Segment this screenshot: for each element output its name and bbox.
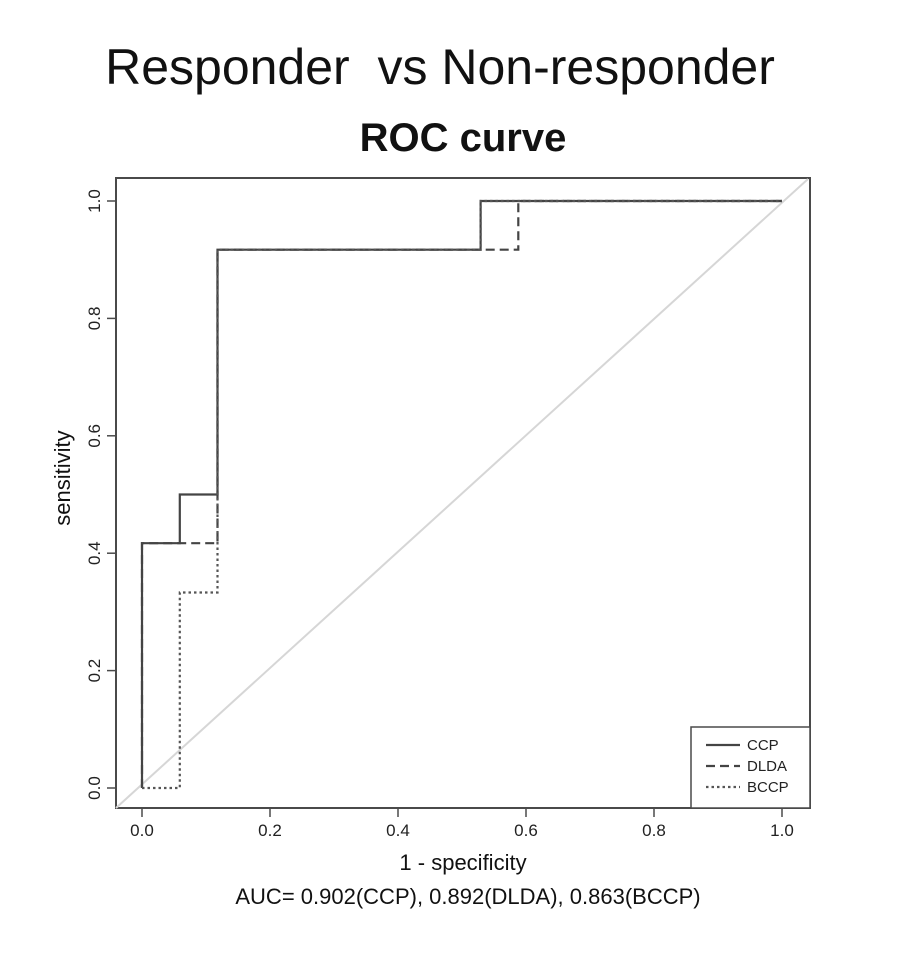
auc-summary: AUC= 0.902(CCP), 0.892(DLDA), 0.863(BCCP… — [235, 884, 701, 909]
y-tick-label: 1.0 — [85, 189, 104, 213]
chart-title: ROC curve — [359, 116, 567, 160]
y-tick-label: 0.8 — [85, 307, 104, 331]
x-tick-label: 0.2 — [258, 821, 282, 840]
reference-diagonal — [115, 178, 809, 809]
x-tick-label: 0.0 — [130, 821, 154, 840]
x-tick-label: 0.4 — [386, 821, 410, 840]
figure-title: Responder vs Non-responder — [105, 39, 775, 95]
legend-label-bccp: BCCP — [747, 779, 789, 796]
reference-layer — [115, 178, 809, 809]
x-tick-label: 0.8 — [642, 821, 666, 840]
x-axis: 0.0 0.2 0.4 0.6 0.8 1.0 — [130, 808, 794, 840]
series-line-dlda — [140, 199, 782, 788]
legend-box — [690, 726, 811, 809]
y-tick-label: 0.0 — [85, 776, 104, 800]
y-axis: 0.0 0.2 0.4 0.6 0.8 1.0 — [85, 189, 116, 800]
y-tick-label: 0.6 — [85, 424, 104, 448]
y-tick-label: 0.4 — [85, 541, 104, 565]
x-tick-label: 0.6 — [514, 821, 538, 840]
x-tick-label: 1.0 — [770, 821, 794, 840]
plot-frame — [115, 177, 811, 809]
y-axis-label: sensitivity — [50, 430, 75, 525]
legend-label-dlda: DLDA — [747, 758, 787, 775]
legend-label-ccp: CCP — [747, 737, 779, 754]
y-tick-label: 0.2 — [85, 659, 104, 683]
x-axis-label: 1 - specificity — [399, 850, 526, 875]
series-line-bccp — [142, 199, 782, 790]
legend: CCP DLDA BCCP — [690, 726, 811, 809]
series-layer — [140, 199, 782, 790]
